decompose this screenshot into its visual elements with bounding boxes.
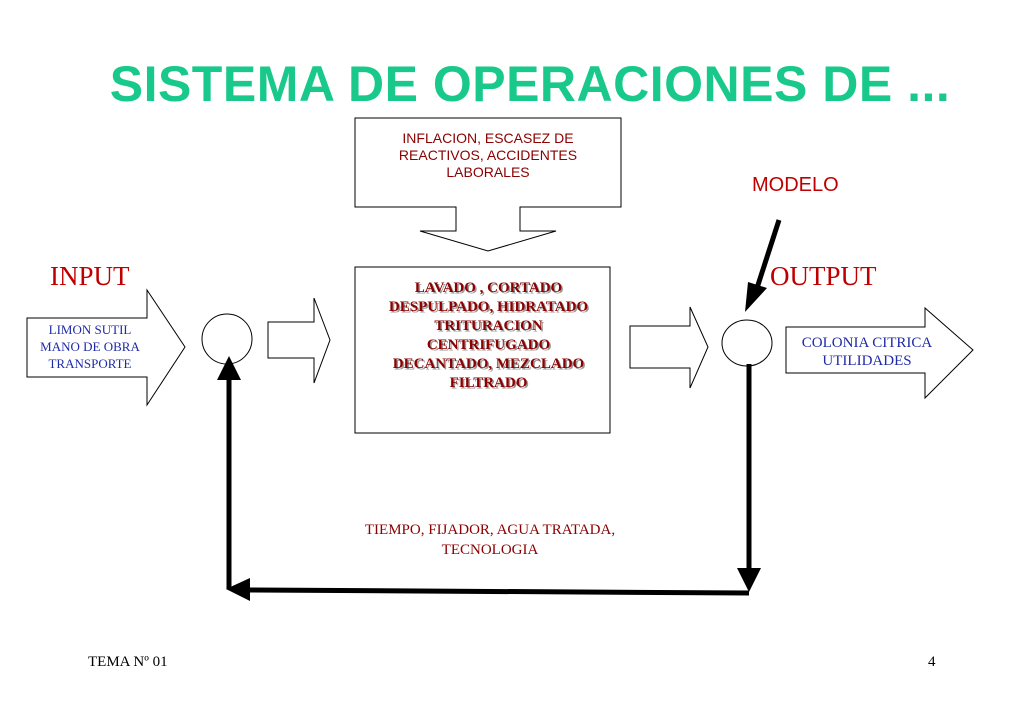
process-step: CENTRIFUGADO — [426, 337, 551, 353]
output-item: COLONIA CITRICA — [801, 335, 933, 351]
outputs-text: COLONIA CITRICA UTILIDADES — [786, 334, 948, 370]
disturbance-callout-shape — [354, 117, 622, 252]
feedback-line: TIEMPO, FIJADOR, AGUA TRATADA, — [364, 522, 616, 538]
disturbance-line: LABORALES — [446, 164, 530, 180]
model-label: MODELO — [752, 174, 839, 196]
page-number: 4 — [928, 654, 936, 670]
process-step: LAVADO , CORTADO — [414, 280, 563, 296]
disturbance-text: INFLACION, ESCASEZ DE REACTIVOS, ACCIDEN… — [358, 130, 618, 181]
feedback-text: TIEMPO, FIJADOR, AGUA TRATADA, TECNOLOGI… — [300, 520, 680, 560]
input-label: INPUT — [50, 261, 130, 291]
output-item: UTILIDADES — [822, 353, 912, 369]
process-box — [354, 266, 611, 434]
disturbance-line: REACTIVOS, ACCIDENTES — [398, 147, 578, 163]
footer-topic: TEMA Nº 01 — [88, 654, 168, 670]
process-step: TRITURACION — [434, 318, 543, 334]
arrow-from-process-shape — [629, 306, 709, 389]
disturbance-line: INFLACION, ESCASEZ DE — [402, 130, 574, 146]
feedback-arrow-head-down — [737, 568, 761, 592]
process-step: DESPULPADO, HIDRATADO — [388, 299, 589, 315]
feedback-line-bottom — [247, 587, 750, 596]
input-summing-circle — [201, 313, 253, 365]
output-label: OUTPUT — [770, 261, 877, 291]
model-arrow-head — [745, 282, 767, 312]
inputs-text: LIMON SUTIL MANO DE OBRA TRANSPORTE — [28, 321, 152, 372]
process-step: DECANTADO, MEZCLADO — [392, 356, 585, 372]
feedback-arrow-head-up — [217, 356, 241, 380]
page-title: SISTEMA DE OPERACIONES DE ... — [109, 56, 951, 112]
input-item: LIMON SUTIL — [48, 322, 132, 337]
process-text: LAVADO , CORTADO DESPULPADO, HIDRATADO T… — [356, 279, 621, 393]
feedback-arrow-head-left — [226, 578, 250, 601]
arrow-to-process-shape — [267, 297, 331, 384]
output-circle — [721, 319, 773, 367]
model-arrow-line — [754, 219, 782, 289]
input-item: MANO DE OBRA — [40, 339, 140, 354]
output-arrow-shape — [785, 306, 974, 400]
feedback-line: TECNOLOGIA — [441, 542, 539, 558]
input-arrow-shape — [26, 288, 186, 407]
input-item: TRANSPORTE — [48, 356, 132, 371]
process-step: FILTRADO — [449, 375, 528, 391]
